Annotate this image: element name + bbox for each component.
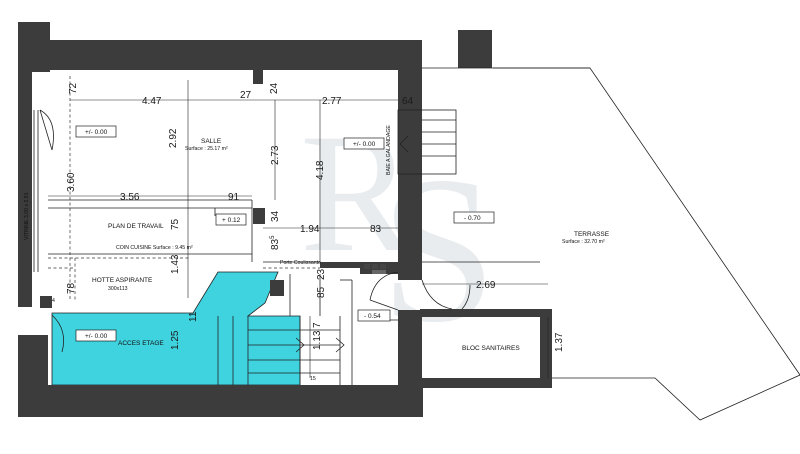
hotte-size: 300x113 (108, 286, 128, 292)
dim-2-69: 2.69 (476, 280, 496, 291)
dimension-labels: 4.47 27 24 2.77 64 72 2.92 2.73 4.18 3.6… (52, 82, 565, 382)
level-terrasse: - 0.70 (464, 215, 481, 222)
dim-11: 11 (188, 311, 199, 322)
level-sanitaires: - 0.54 (364, 313, 381, 320)
dim-1-43: 1.43 (170, 254, 181, 274)
dim-23: 23 (316, 268, 327, 280)
level-acces: +/- 0.00 (85, 333, 108, 340)
salle-name: SALLE (201, 138, 222, 145)
level-baie: +/- 0.00 (353, 141, 376, 148)
acces-etage-label: ACCES ETAGE (118, 340, 164, 347)
level-cuisine: + 0.12 (222, 217, 241, 224)
dim-4: 4 (52, 298, 55, 304)
salle-surface: Surface : 25.17 m² (185, 146, 228, 152)
dim-24: 24 (269, 82, 280, 94)
dim-78: 78 (66, 282, 77, 294)
svg-text:R: R (300, 99, 414, 287)
dim-3-60: 3.60 (66, 172, 77, 192)
svg-text:S: S (380, 134, 497, 366)
dim-72: 72 (68, 82, 79, 94)
level-markers: +/- 0.00 +/- 0.00 + 0.12 +/- 0.00 - 0.70… (75, 125, 495, 342)
dim-1-25: 1.25 (170, 330, 181, 350)
plan-travail-label: PLAN DE TRAVAIL (108, 223, 164, 230)
level-salle: +/- 0.00 (85, 129, 108, 136)
terrace-outline: BAIE A GALANDAGE (386, 67, 800, 421)
dim-1-13: 1.13 (312, 330, 323, 350)
coin-cuisine-label: COIN CUISINE Surface : 9.45 m² (116, 245, 193, 251)
dim-7: 7 (312, 322, 323, 328)
dimension-lines (48, 76, 549, 378)
baie-label: BAIE A GALANDAGE (386, 125, 392, 175)
dim-27: 27 (240, 90, 252, 101)
dim-2-73: 2.73 (270, 145, 281, 165)
dim-83: 83 (370, 224, 382, 235)
dim-64: 64 (402, 96, 414, 107)
dim-4-47: 4.47 (142, 96, 162, 107)
dim-2-92: 2.92 (168, 128, 179, 148)
dim-85: 85 (316, 286, 327, 298)
small-markers (364, 264, 386, 274)
hotte-label: HOTTE ASPIRANTE (92, 277, 153, 284)
dim-2-77: 2.77 (322, 96, 342, 107)
dim-3-56: 3.56 (120, 192, 140, 203)
dim-83b: 835 (270, 235, 281, 250)
porte-coulissante-label: Porte Coulissante (280, 260, 321, 266)
terrasse-name: TERRASSE (574, 231, 610, 238)
terrasse-surface: Surface : 32.70 m² (562, 239, 605, 245)
dim-34: 34 (270, 210, 281, 222)
dim-1-37: 1.37 (554, 332, 565, 352)
dim-4-18: 4.18 (315, 160, 326, 180)
room-labels: SALLE Surface : 25.17 m² PLAN DE TRAVAIL… (92, 138, 610, 352)
dim-91: 91 (228, 192, 240, 203)
vitrine-window: VITRINE 3.00 x 2.91 (24, 109, 54, 272)
walls (18, 22, 552, 417)
dim-75: 75 (170, 218, 181, 230)
interior-lines (48, 199, 540, 385)
dim-15: 15 (310, 376, 316, 382)
dim-1-94: 1.94 (300, 224, 320, 235)
bloc-sanitaires-label: BLOC SANITAIRES (462, 345, 520, 352)
vitrine-label: VITRINE 3.00 x 2.91 (24, 192, 30, 240)
acces-etage-area (51, 271, 301, 386)
